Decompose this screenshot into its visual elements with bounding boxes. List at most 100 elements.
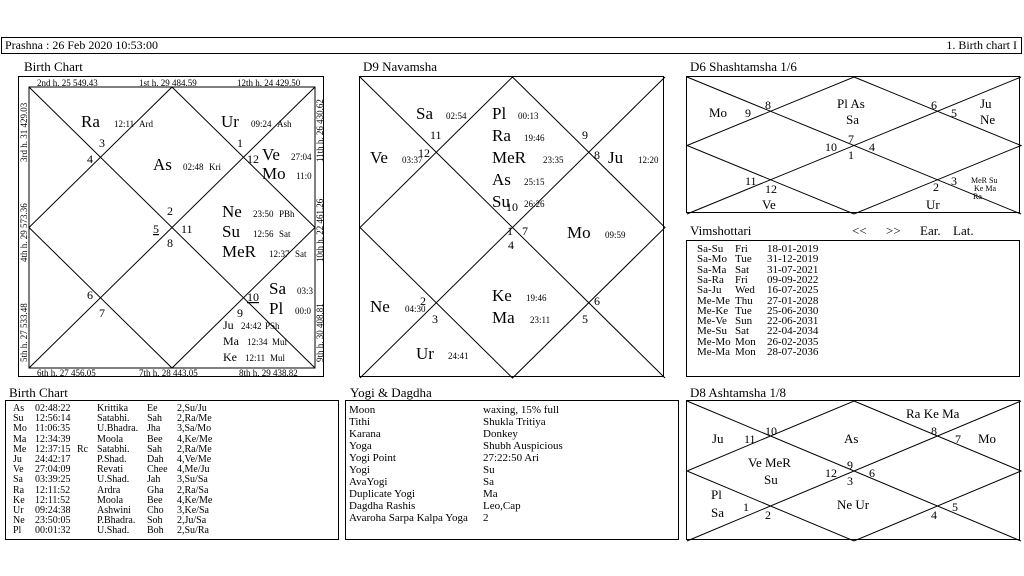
later-button[interactable]: Lat. (953, 223, 974, 238)
vimshottari-row-cell: Sa-Ju (697, 284, 722, 297)
house-number: 6 (869, 466, 875, 480)
birth-row-cell: Jah (147, 474, 161, 486)
vimshottari-row-cell: Tue (735, 253, 752, 266)
birth-row-cell: 11:06:35 (35, 423, 71, 435)
svg-text:23:35: 23:35 (543, 155, 564, 165)
planet-sa[interactable]: Sa (846, 112, 859, 127)
planet-sa[interactable]: Sa (711, 505, 724, 520)
house-number: 11 (744, 432, 756, 446)
house-number: 7 (522, 224, 528, 238)
d6-chart-panel[interactable]: 1 2 3 4 5 6 7 8 9 10 11 12 Mo Pl As Sa J… (685, 76, 1023, 215)
earlier-button[interactable]: Ear. (920, 223, 941, 238)
svg-text:02:54: 02:54 (446, 111, 467, 121)
birth-row-cell: 12:37:15 (35, 443, 71, 455)
birth-row-cell: Moola (97, 433, 124, 445)
birth-row-cell: Ne (13, 515, 25, 527)
house-number: 1 (848, 148, 854, 162)
birth-row-cell: Satabhi. (97, 413, 130, 425)
svg-text:As: As (153, 155, 172, 174)
birth-chart-panel[interactable]: 2nd h. 25 549.43 1st h. 29 484.59 12th h… (18, 76, 325, 378)
planet-mo[interactable]: Mo (978, 431, 996, 446)
planet-as[interactable]: As (844, 431, 858, 446)
planet-ju[interactable]: Ju (712, 431, 724, 446)
vimshottari-row-cell: Sun (735, 315, 753, 328)
planet-ur[interactable]: Ur (926, 197, 940, 212)
next-button[interactable]: >> (886, 223, 901, 238)
birth-row-cell: Sa (13, 474, 23, 486)
svg-text:MeR: MeR (222, 242, 257, 261)
planet-su[interactable]: Su (764, 472, 778, 487)
birth-row-cell: 4,Ke/Me (177, 494, 213, 506)
birth-row-cell: 12:11:52 (35, 494, 71, 506)
d8-chart-panel[interactable]: 1 2 3 4 5 6 7 8 9 10 11 12 Ju Ra Ke Ma A… (685, 400, 1023, 542)
house-number: 9 (237, 306, 243, 320)
planet-ju[interactable]: Ju (980, 96, 992, 111)
planet-mo[interactable]: Mo (709, 105, 727, 120)
birth-row-cell: Gha (147, 484, 164, 496)
planet-ne-ur[interactable]: Ne Ur (837, 497, 870, 512)
d8-title: D8 Ashtamsha 1/8 (690, 385, 787, 400)
planet-ve-mer[interactable]: Ve MeR (748, 455, 791, 470)
svg-text:19:46: 19:46 (526, 293, 547, 303)
yogi-row-cell: Moon (349, 404, 376, 416)
house-label: 4th h. 29 573.36 (19, 203, 29, 262)
svg-text:Mo: Mo (262, 164, 286, 183)
birth-row-cell: Ashwini (97, 505, 131, 516)
house-number: 2 (933, 180, 939, 194)
yogi-row-cell: Shubh Auspicious (483, 440, 563, 452)
house-number: 5 (952, 500, 958, 514)
planet-ve[interactable]: Ve (762, 197, 776, 212)
birth-row-cell: 23:50:05 (35, 515, 71, 527)
planet-ra-ke-ma[interactable]: Ra Ke Ma (906, 406, 960, 421)
planet-mer-su[interactable]: MeR Su (971, 176, 997, 185)
chart-selector[interactable]: 1. Birth chart I (946, 38, 1017, 52)
vimshottari-row-cell: Me-Ma (697, 346, 730, 358)
planet-ke-ma[interactable]: Ke Ma (974, 184, 996, 193)
prev-button[interactable]: << (852, 223, 867, 238)
svg-text:23:11: 23:11 (530, 315, 550, 325)
svg-text:PBh: PBh (279, 209, 295, 219)
vimshottari-row-cell: Sat (735, 263, 750, 276)
birth-row-cell: Ju (13, 454, 22, 465)
svg-text:PSh: PSh (265, 321, 280, 331)
planet-pl-as[interactable]: Pl As (837, 96, 865, 111)
svg-text:02:48: 02:48 (183, 162, 204, 172)
planet-ra[interactable]: Ra (973, 192, 982, 201)
planet-ne[interactable]: Ne (980, 112, 995, 127)
birth-row-cell: 2,Ju/Sa (177, 515, 207, 527)
yogi-row-cell: Dagdha Rashis (349, 500, 416, 512)
svg-text:24:42: 24:42 (241, 321, 262, 331)
house-number: 4 (869, 140, 875, 154)
birth-row-cell: Bee (147, 433, 163, 445)
planet-pl[interactable]: Pl (711, 487, 722, 502)
house-number: 7 (955, 432, 961, 446)
